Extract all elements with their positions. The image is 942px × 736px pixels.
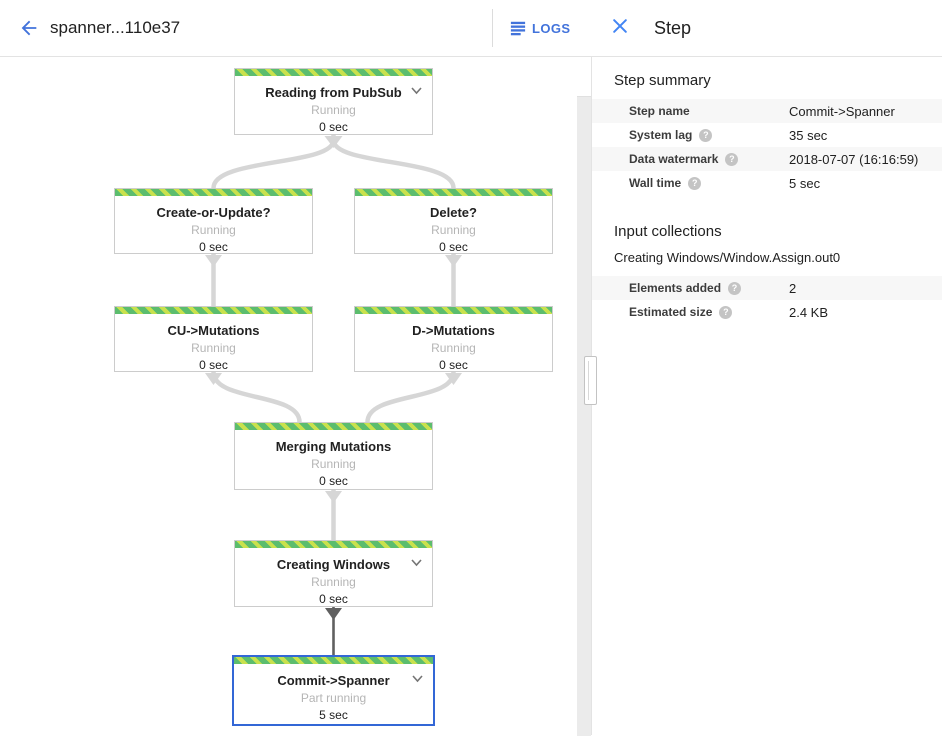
scrollbar-track[interactable] [577, 96, 591, 736]
kv-value: 2.4 KB [789, 304, 829, 320]
node-status: Running [311, 575, 356, 589]
kv-label: Elements added ? [629, 281, 789, 295]
node-status: Running [191, 341, 236, 355]
running-stripe [355, 189, 552, 196]
node-time: 0 sec [439, 240, 468, 254]
node-time: 0 sec [199, 240, 228, 254]
kv-value: 2 [789, 280, 797, 296]
top-bar: spanner...110e37 LOGS Step [0, 0, 942, 57]
node-time: 0 sec [319, 474, 348, 488]
kv-value: 35 sec [789, 127, 828, 143]
kv-label: Estimated size ? [629, 305, 789, 319]
node-label: Commit->Spanner [277, 673, 390, 688]
graph-node-merging-mutations[interactable]: Merging Mutations Running 0 sec [234, 422, 433, 490]
job-title: spanner...110e37 [50, 18, 181, 37]
node-label: Delete? [430, 205, 477, 220]
back-button[interactable] [18, 17, 40, 39]
kv-row: Step name ? Commit->Spanner [592, 99, 942, 123]
kv-label: System lag ? [629, 128, 789, 142]
node-time: 0 sec [319, 120, 348, 134]
node-status: Running [311, 103, 356, 117]
step-summary-table: Step name ? Commit->Spanner System lag ?… [592, 99, 942, 195]
graph-pane: Reading from PubSub Running 0 sec Create… [0, 56, 591, 735]
running-stripe [235, 69, 432, 76]
pane-resize-handle[interactable] [584, 356, 597, 405]
kv-value: 5 sec [789, 175, 821, 191]
graph-node-creating-windows[interactable]: Creating Windows Running 0 sec [234, 540, 433, 607]
node-label: Merging Mutations [275, 439, 392, 454]
kv-value: Commit->Spanner [789, 103, 895, 119]
close-icon [613, 19, 627, 33]
input-collection-name: Creating Windows/Window.Assign.out0 [614, 250, 841, 265]
kv-row: Elements added ? 2 [592, 276, 942, 300]
kv-row: Wall time ? 5 sec [592, 171, 942, 195]
input-collections-table: Elements added ? 2 Estimated size ? 2.4 … [592, 276, 942, 324]
node-status: Running [431, 223, 476, 237]
kv-value: 2018-07-07 (16:16:59) [789, 151, 919, 167]
node-time: 0 sec [199, 358, 228, 372]
node-time: 5 sec [319, 708, 348, 722]
node-label: CU->Mutations [167, 323, 260, 338]
graph-edges [205, 132, 462, 656]
graph-node-delete[interactable]: Delete? Running 0 sec [354, 188, 553, 254]
help-icon[interactable]: ? [699, 128, 713, 142]
kv-row: Data watermark ? 2018-07-07 (16:16:59) [592, 147, 942, 171]
logs-button[interactable]: LOGS [510, 16, 570, 40]
kv-label: Step name ? [629, 104, 690, 118]
kv-label: Wall time ? [629, 176, 789, 190]
node-status: Running [431, 341, 476, 355]
graph-node-cu-mutations[interactable]: CU->Mutations Running 0 sec [114, 306, 313, 372]
graph-node-commit-spanner[interactable]: Commit->Spanner Part running 5 sec [232, 655, 435, 726]
logs-list-icon [510, 21, 526, 36]
close-panel-button[interactable] [610, 16, 630, 36]
chevron-down-icon[interactable] [411, 554, 422, 572]
logs-label: LOGS [532, 20, 571, 36]
chevron-down-icon[interactable] [411, 82, 422, 100]
kv-row: Estimated size ? 2.4 KB [592, 300, 942, 324]
step-details-panel: Step summary Step name ? Commit->Spanner… [592, 56, 942, 735]
node-label: Create-or-Update? [156, 205, 271, 220]
header-divider [492, 9, 493, 47]
help-icon[interactable]: ? [728, 281, 742, 295]
kv-row: System lag ? 35 sec [592, 123, 942, 147]
running-stripe [235, 423, 432, 430]
chevron-down-icon[interactable] [412, 670, 423, 688]
node-status: Running [191, 223, 236, 237]
running-stripe [115, 307, 312, 314]
running-stripe [115, 189, 312, 196]
node-label: Creating Windows [276, 557, 391, 572]
running-stripe [234, 657, 433, 664]
node-status: Part running [300, 691, 367, 705]
node-label: Reading from PubSub [265, 85, 402, 100]
running-stripe [355, 307, 552, 314]
help-icon[interactable]: ? [688, 176, 702, 190]
step-summary-heading: Step summary [614, 72, 711, 89]
running-stripe [235, 541, 432, 548]
help-icon[interactable]: ? [719, 305, 733, 319]
node-time: 0 sec [319, 592, 348, 606]
graph-node-create-or-update[interactable]: Create-or-Update? Running 0 sec [114, 188, 313, 254]
node-status: Running [311, 457, 356, 471]
help-icon[interactable]: ? [725, 152, 739, 166]
graph-node-reading-from-pubsub[interactable]: Reading from PubSub Running 0 sec [234, 68, 433, 135]
node-time: 0 sec [439, 358, 468, 372]
kv-label: Data watermark ? [629, 152, 789, 166]
panel-title: Step [654, 18, 692, 38]
graph-node-d-mutations[interactable]: D->Mutations Running 0 sec [354, 306, 553, 372]
input-collections-heading: Input collections [614, 223, 722, 240]
arrow-back-icon [21, 20, 37, 36]
node-label: D->Mutations [412, 323, 495, 338]
